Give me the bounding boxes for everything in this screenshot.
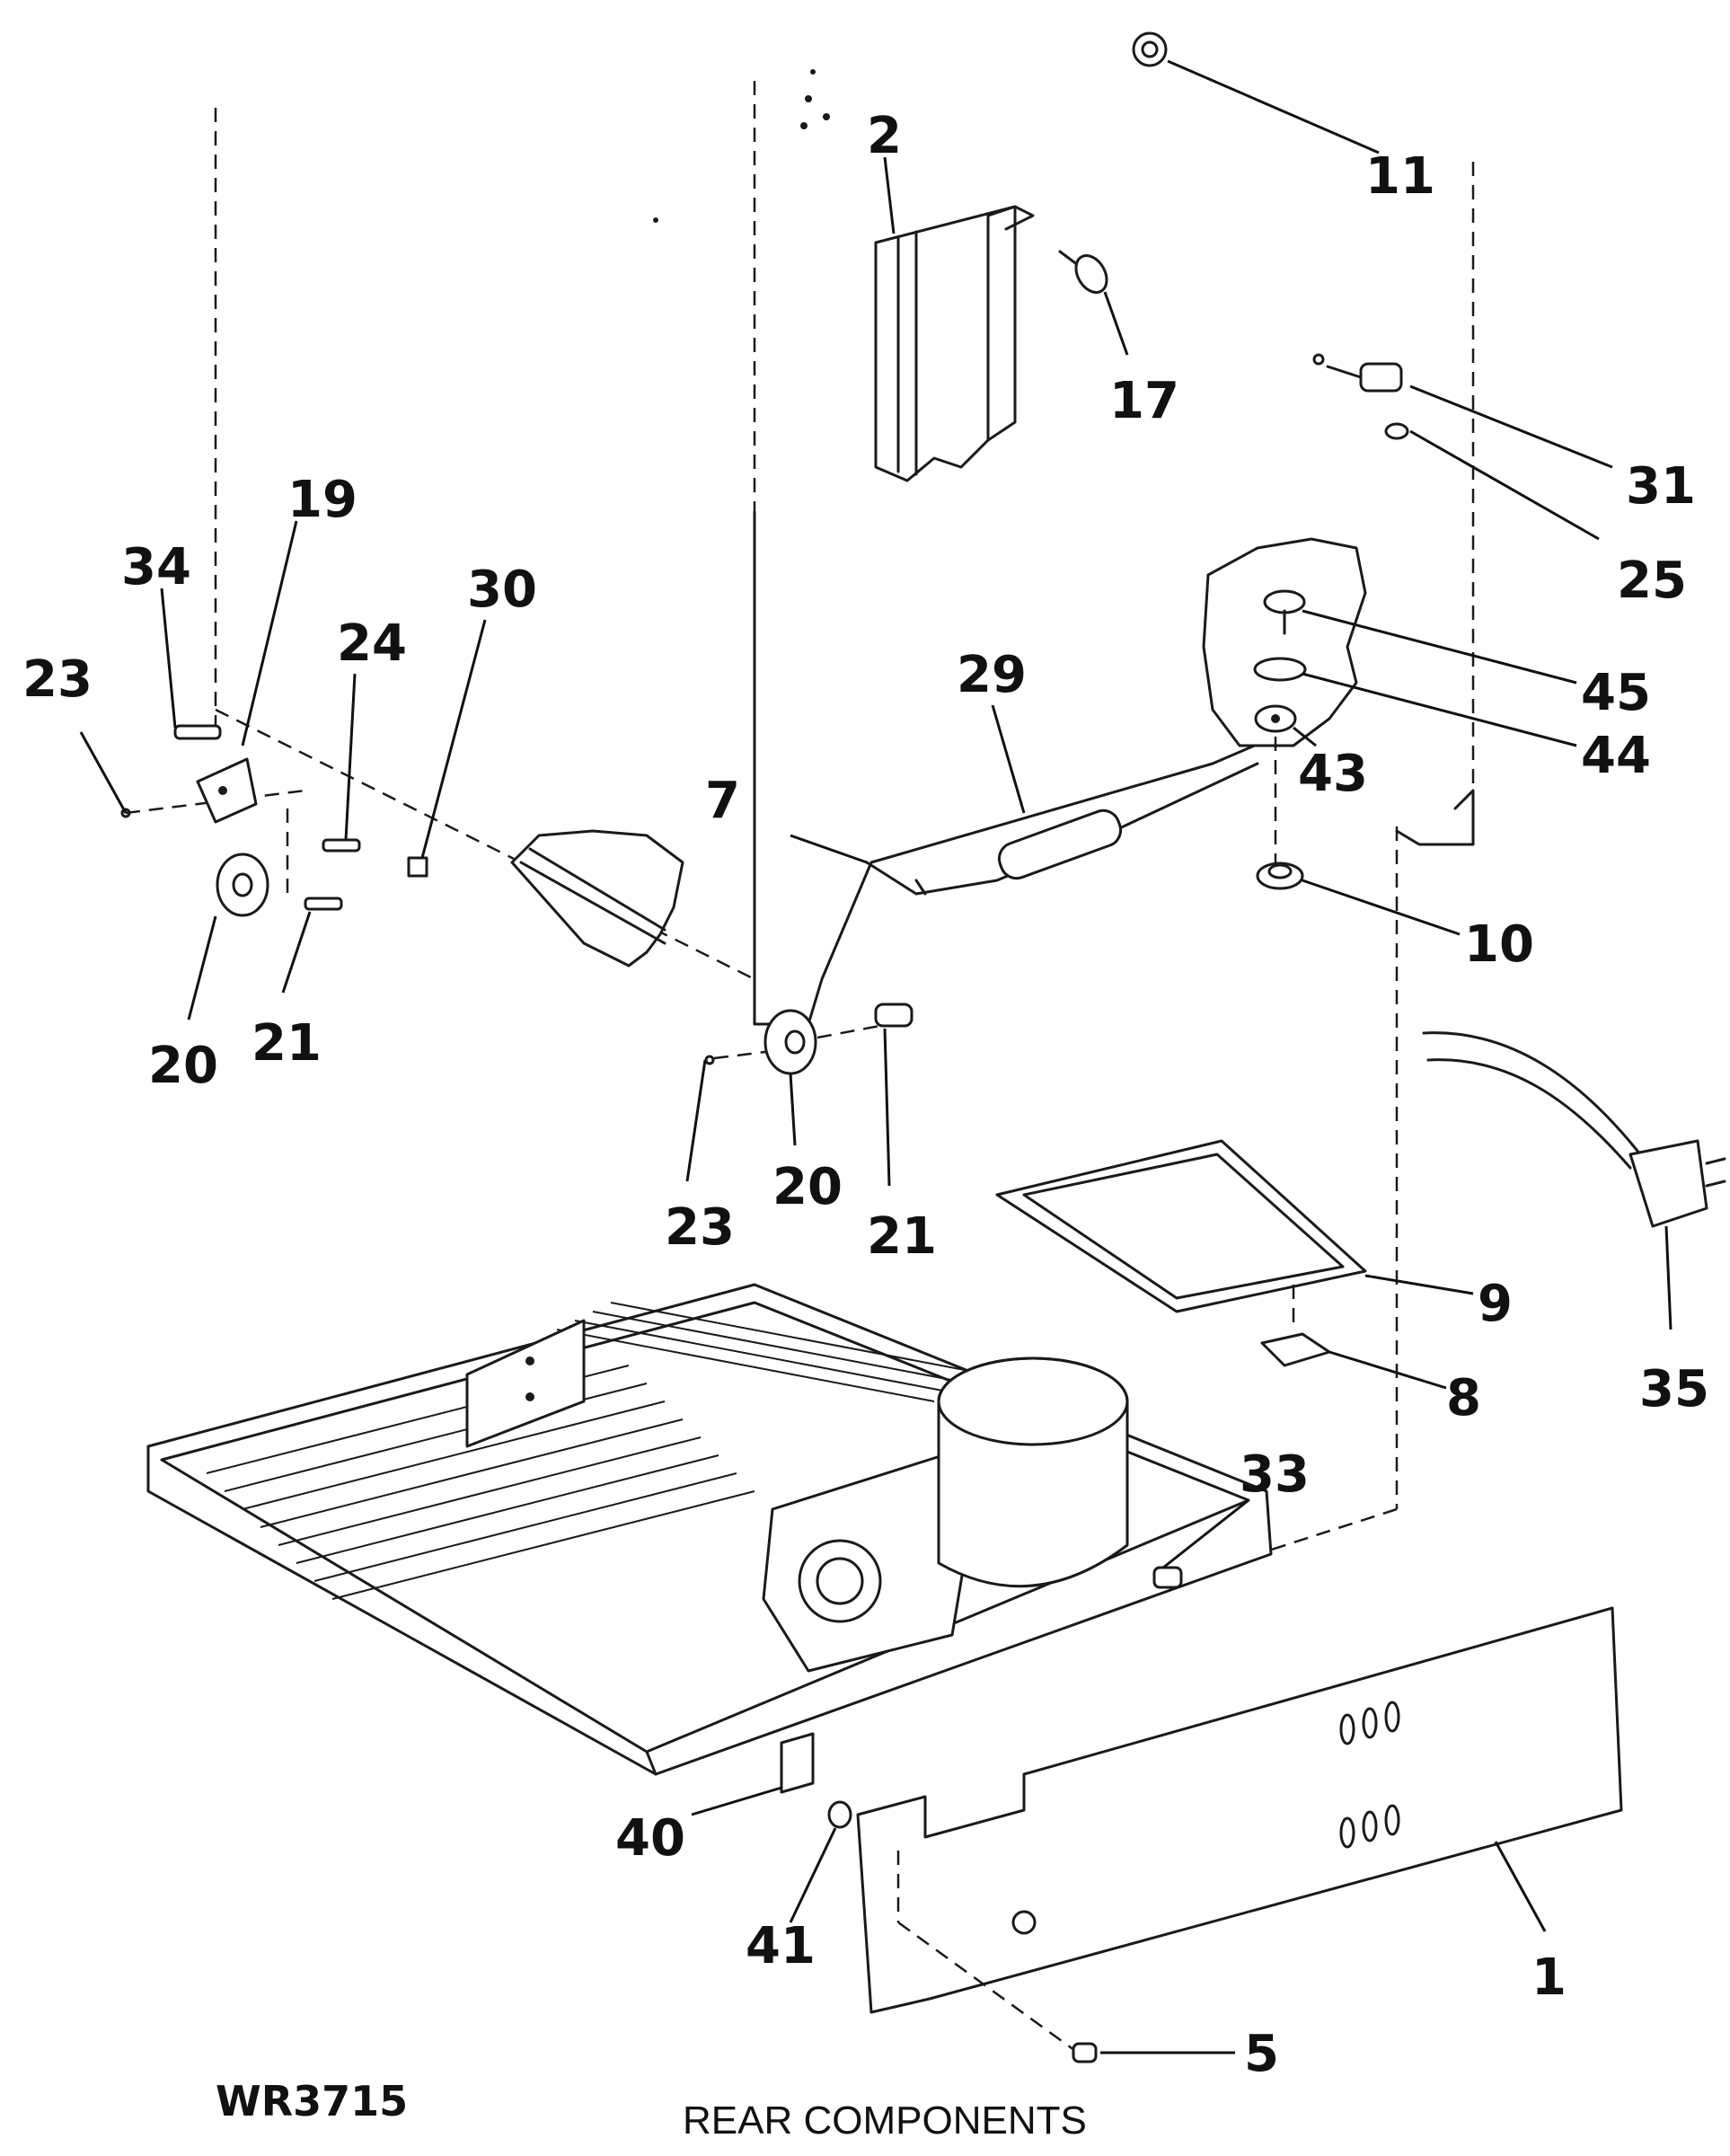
callout-17: 17: [1109, 372, 1179, 430]
callout-20-right: 20: [772, 1158, 843, 1216]
callout-11: 11: [1365, 147, 1435, 206]
callout-24: 24: [337, 614, 407, 673]
cabinet-outline: [214, 81, 1475, 1556]
left-hinge-bracket: [120, 724, 428, 917]
callout-25: 25: [1617, 552, 1687, 610]
part-29-tube: [865, 762, 1259, 896]
part-1-rear-panel: [856, 1606, 1623, 2063]
callout-21-left: 21: [252, 1014, 322, 1073]
callout-7: 7: [705, 772, 740, 830]
callout-8: 8: [1446, 1369, 1481, 1427]
part-35-power-cord: [1422, 1031, 1726, 1228]
callout-23-left: 23: [22, 650, 93, 709]
diagram-caption: REAR COMPONENTS: [683, 2099, 1087, 2143]
diagram-code: WR3715: [216, 2077, 408, 2125]
callout-20-left: 20: [148, 1037, 218, 1095]
callout-19: 19: [287, 471, 357, 529]
part-11-cap: [1132, 31, 1168, 67]
part-31-fitting: [1312, 353, 1409, 440]
callout-35: 35: [1639, 1360, 1709, 1418]
foam-cutout: [1202, 537, 1367, 890]
callout-31: 31: [1626, 457, 1696, 516]
callout-23-right: 23: [665, 1198, 735, 1257]
back-wall-corner: [653, 69, 1475, 1026]
callout-9: 9: [1478, 1275, 1513, 1333]
part-9-drain-pan: [995, 1139, 1367, 1367]
callout-40: 40: [615, 1809, 685, 1868]
leader-lines: [79, 59, 1673, 2054]
callout-29: 29: [957, 646, 1027, 704]
callout-1: 1: [1531, 1948, 1567, 2007]
callout-43: 43: [1298, 745, 1368, 803]
callout-2: 2: [867, 107, 902, 165]
callout-45: 45: [1581, 664, 1651, 722]
callouts: 2 11 17 31 25 19 34 30 24 23 29 7 45 44 …: [22, 107, 1709, 2083]
right-caster: [704, 1003, 914, 1075]
condenser-coils: [206, 1302, 989, 1600]
callout-41: 41: [746, 1917, 816, 1975]
callout-5: 5: [1244, 2025, 1279, 2083]
callout-44: 44: [1581, 727, 1651, 785]
callout-30: 30: [467, 561, 537, 619]
callout-33: 33: [1240, 1445, 1310, 1504]
callout-10: 10: [1464, 915, 1534, 974]
callout-21-right: 21: [867, 1207, 937, 1266]
part-17-screw: [1058, 250, 1108, 294]
base-assembly: [146, 1283, 1273, 1829]
part-2-channel: [874, 205, 1035, 482]
foam-shelf-section: [510, 829, 684, 968]
compressor: [937, 1356, 1129, 1588]
callout-34: 34: [121, 538, 191, 596]
